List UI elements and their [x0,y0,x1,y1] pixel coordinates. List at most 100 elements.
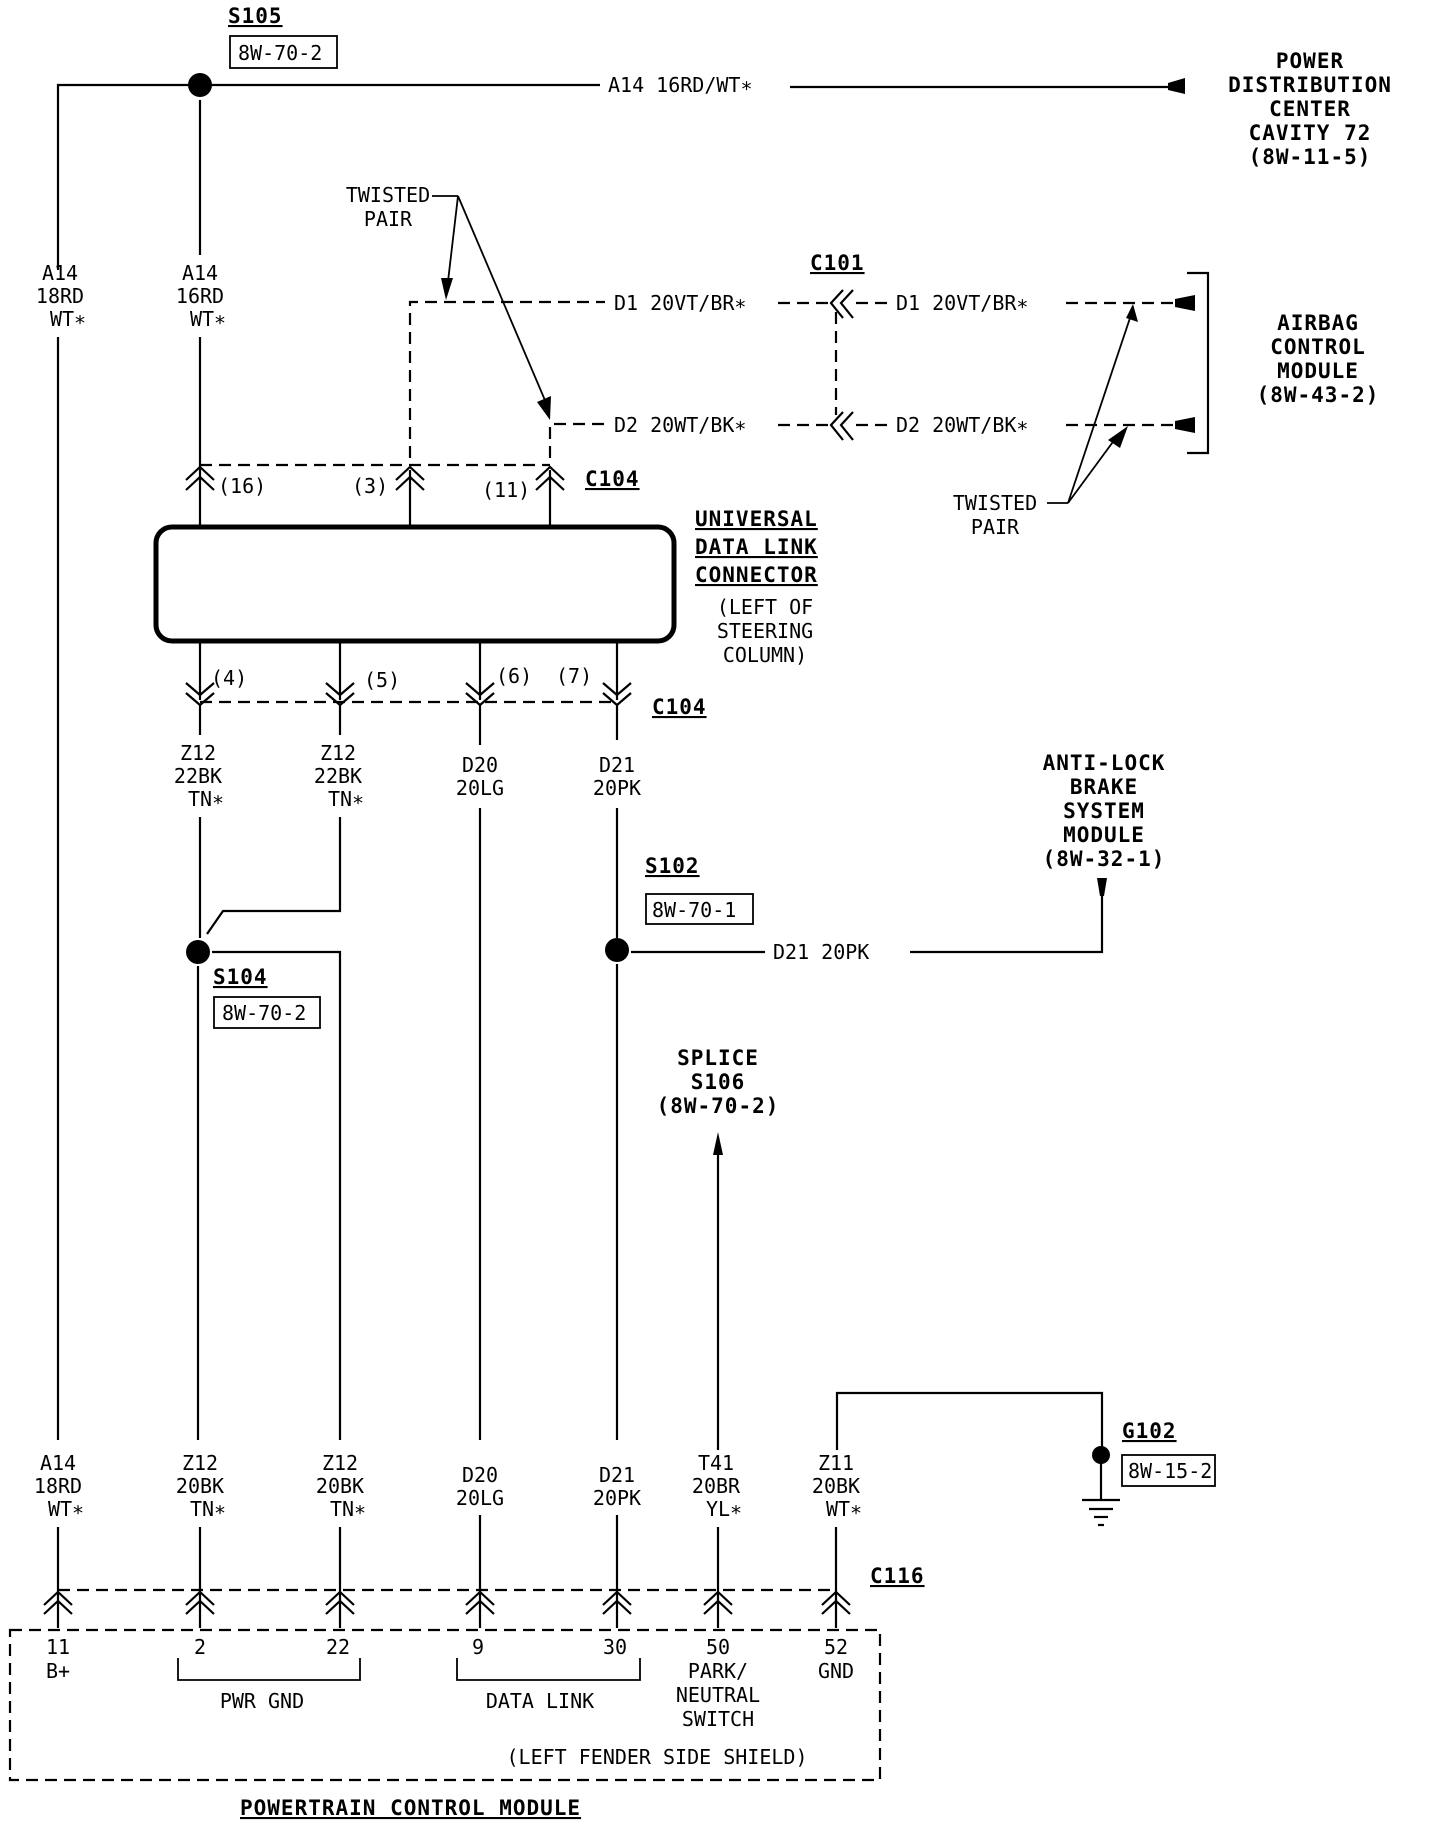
splice-s106-label: SPLICE S106 (8W-70-2) [657,1046,780,1118]
twisted-pair-label-left: TWISTED PAIR [346,183,430,231]
svg-text:(8W-32-1): (8W-32-1) [1043,847,1166,871]
svg-text:22BK: 22BK [174,764,222,788]
wire-label-a14-16rd: A14 16RD WT∗ [176,261,226,331]
abs-wire-label: D21 20PK [773,940,869,964]
c104-pin-11: (11) [482,478,530,502]
pcm-wire-label-d21: D21 20PK [593,1463,641,1510]
wire-label-d20-20lg: D20 20LG [456,753,504,800]
wire-d2-left [548,422,605,458]
pwr-gnd-bracket [177,1658,361,1681]
svg-text:PARK/: PARK/ [688,1659,748,1683]
s104-ref-box [213,996,321,1029]
s105-label: S105 [228,4,283,28]
svg-text:Z12: Z12 [322,1451,358,1475]
svg-text:D20: D20 [462,753,498,777]
svg-text:18RD: 18RD [36,284,84,308]
svg-text:20PK: 20PK [593,1486,641,1510]
svg-text:TN∗: TN∗ [330,1497,366,1521]
svg-text:D20: D20 [462,1463,498,1487]
svg-text:20BR: 20BR [692,1474,741,1498]
arrowhead-icon [441,278,453,300]
svg-text:A14: A14 [42,261,78,285]
s102-label: S102 [645,854,700,878]
svg-text:20PK: 20PK [593,776,641,800]
wire-d1-left [408,300,605,458]
wire-z12-20bk-b [212,950,342,1440]
c104-top-pin-16-icon [185,465,215,491]
s104-ref: 8W-70-2 [222,1001,306,1025]
wire-d21-abs-right [910,890,1104,954]
wire-label-z12-22bk-b: Z12 22BK TN∗ [314,741,364,811]
pcm-wire-label-z11: Z11 20BK WT∗ [812,1451,862,1521]
wire-z11-ground [835,1391,1104,1450]
acm-label: AIRBAG CONTROL MODULE (8W-43-2) [1257,311,1379,407]
svg-text:(8W-70-2): (8W-70-2) [657,1094,780,1118]
svg-text:MODULE: MODULE [1277,359,1359,383]
twisted-pair-pointer-d2-right [1067,434,1119,504]
svg-text:20BK: 20BK [316,1474,364,1498]
svg-text:20LG: 20LG [456,776,504,800]
svg-text:STEERING: STEERING [717,619,813,643]
pcm-pin-11: 11 [46,1635,70,1659]
c104-pin-16: (16) [218,474,266,498]
svg-text:(LEFT OF: (LEFT OF [717,595,813,619]
pcm-pin-2: 2 [194,1635,206,1659]
svg-text:SWITCH: SWITCH [682,1707,754,1731]
wire-a14-18rd-upper [56,83,190,270]
svg-text:TN∗: TN∗ [190,1497,226,1521]
wire-label-z12-22bk-a: Z12 22BK TN∗ [174,741,224,811]
pdc-arrow-icon [1168,78,1185,94]
pcm-wire-label-a14: A14 18RD WT∗ [34,1451,84,1521]
svg-text:CENTER: CENTER [1269,97,1351,121]
wire-label-d21-20pk: D21 20PK [593,753,641,800]
svg-text:(8W-11-5): (8W-11-5) [1249,145,1372,169]
svg-text:D21: D21 [599,753,635,777]
pcm-pin-11-desc: B+ [46,1659,70,1683]
twisted-pair-pointer-d2 [457,195,548,406]
svg-text:TN∗: TN∗ [188,787,224,811]
svg-text:16RD: 16RD [176,284,224,308]
svg-text:SPLICE: SPLICE [677,1046,759,1070]
svg-text:T41: T41 [698,1451,734,1475]
c104-pin-7: (7) [556,664,592,688]
c104-pin-5: (5) [364,668,400,692]
pdc-label: POWER DISTRIBUTION CENTER CAVITY 72 (8W-… [1228,49,1391,169]
abs-arrow-icon [1097,878,1107,896]
svg-text:TWISTED: TWISTED [346,183,430,207]
ground-dot-g102 [1092,1446,1110,1464]
s102-ref: 8W-70-1 [652,898,736,922]
svg-text:COLUMN): COLUMN) [723,643,807,667]
c116-label: C116 [870,1564,925,1588]
svg-text:WT∗: WT∗ [190,307,226,331]
top-wire-label: A14 16RD/WT∗ [608,73,753,97]
svg-text:Z11: Z11 [818,1451,854,1475]
pwr-gnd-label: PWR GND [220,1689,304,1713]
svg-text:MODULE: MODULE [1063,823,1145,847]
d2-right-label: D2 20WT/BK∗ [896,413,1028,437]
twisted-pair-pointer-d1-right [1067,314,1132,504]
s105-ref-box [229,35,338,69]
data-link-label: DATA LINK [486,1689,594,1713]
c104-pin-3: (3) [352,474,388,498]
pcm-title: POWERTRAIN CONTROL MODULE [240,1796,581,1820]
acm-bracket [1187,271,1210,455]
svg-text:UNIVERSAL: UNIVERSAL [695,507,818,531]
park-neutral-switch-label: PARK/ NEUTRAL SWITCH [676,1659,760,1731]
pcm-pin-52: 52 [824,1635,848,1659]
svg-text:A14: A14 [40,1451,76,1475]
svg-text:D21: D21 [599,1463,635,1487]
svg-text:WT∗: WT∗ [50,307,86,331]
arrowhead-icon [537,396,551,420]
arrowhead-icon [1126,304,1138,322]
svg-text:Z12: Z12 [320,741,356,765]
pcm-pin-52-desc: GND [818,1659,854,1683]
svg-text:A14: A14 [182,261,218,285]
svg-text:TWISTED: TWISTED [953,491,1037,515]
twisted-pair-label-right: TWISTED PAIR [953,491,1037,539]
pcm-wire-label-t41: T41 20BR YL∗ [692,1451,742,1521]
svg-text:22BK: 22BK [314,764,362,788]
splice-dot-s105 [188,73,212,97]
data-link-bracket [456,1658,641,1681]
d1-left-label: D1 20VT/BR∗ [614,291,746,315]
svg-text:SYSTEM: SYSTEM [1063,799,1145,823]
